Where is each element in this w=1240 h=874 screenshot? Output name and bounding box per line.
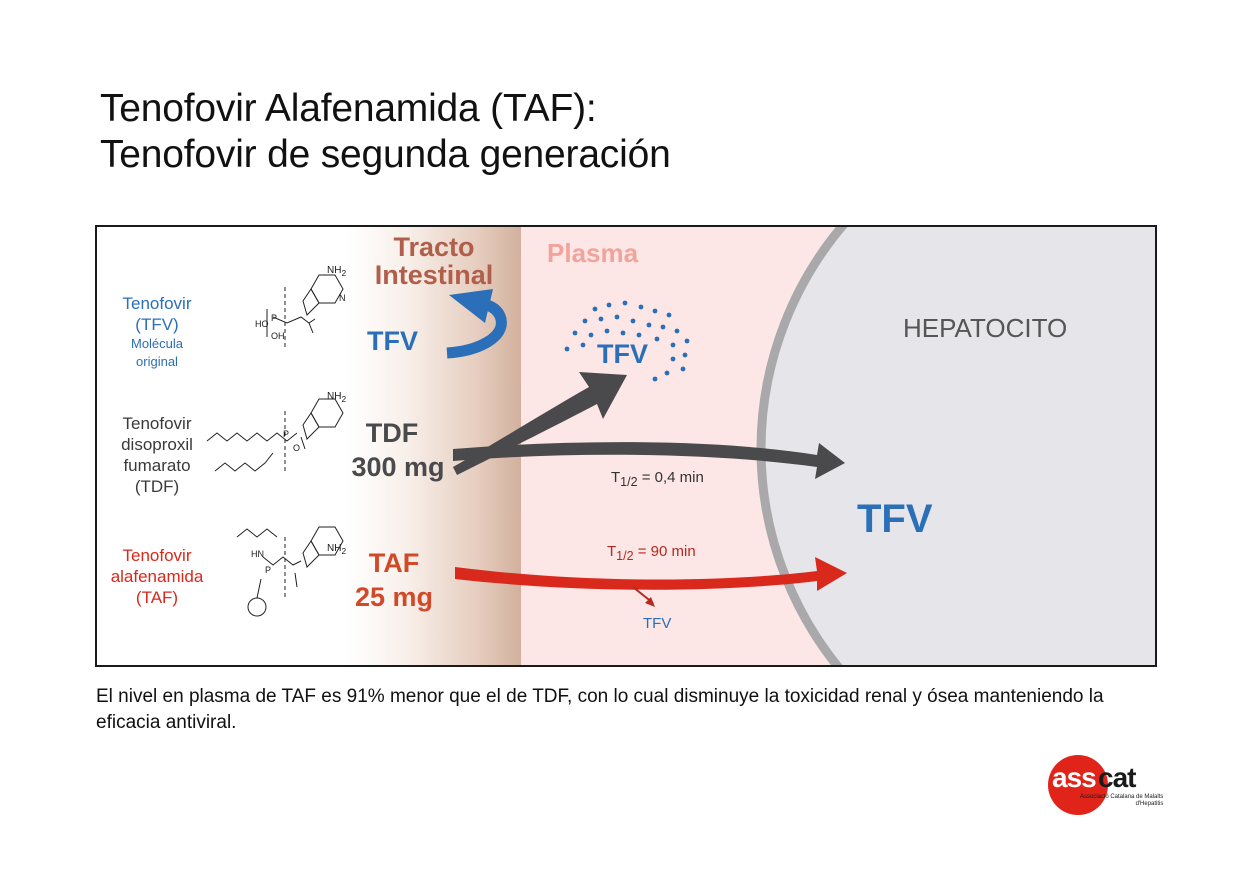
- tdf-atom-nh2: NH2: [327, 391, 347, 404]
- tdf-half-life: T1/2 = 0,4 min: [611, 469, 704, 489]
- tfv-molecule: [266, 274, 344, 347]
- logo-subtitle: Associació Catalana de Malalts d'Hepatit…: [1080, 794, 1164, 807]
- taf-dose-label: 25 mg: [354, 582, 434, 612]
- taf-release-arrowhead: [645, 597, 655, 607]
- diagram-panel: NH2 HO OH P N NH2 P O NH2 HN P Tenofovir…: [95, 225, 1157, 667]
- tdf-atom-o: O: [293, 443, 301, 453]
- taf-molecule: [236, 526, 344, 617]
- taf-arrow-to-hepatocyte: [455, 557, 847, 591]
- taf-release-tfv-label: TFV: [643, 615, 672, 632]
- tfv-particle-cloud: [564, 300, 690, 382]
- taf-atom-p: P: [265, 565, 272, 575]
- tfv-atom-n: N: [339, 293, 346, 303]
- logo-text-part1: ass: [1052, 762, 1097, 793]
- tfv-drug-name: Tenofovir (TFV) Molécula original: [122, 294, 192, 369]
- hepatocyte-label: HEPATOCITO: [903, 313, 1068, 343]
- tfv-atom-p: P: [271, 313, 278, 323]
- tfv-atom-ho: HO: [255, 319, 269, 329]
- tfv-tract-label: TFV: [367, 326, 418, 356]
- plasma-cloud-tfv-label: TFV: [597, 339, 648, 369]
- tdf-drug-name: Tenofovir disoproxil fumarato (TDF): [121, 414, 193, 496]
- title-line-1: Tenofovir Alafenamida (TAF):: [100, 87, 597, 130]
- taf-drug-name: Tenofovir alafenamida (TAF): [110, 546, 204, 607]
- tfv-atom-nh2: NH2: [327, 265, 347, 278]
- tdf-atom-p: P: [283, 429, 290, 439]
- hepatocyte-tfv-label: TFV: [857, 497, 933, 541]
- diagram-canvas: [206, 227, 1155, 665]
- tract-label: Tracto Intestinal: [374, 232, 494, 290]
- asscat-logo-graphic: [1048, 755, 1108, 815]
- taf-atom-hn: HN: [251, 549, 264, 559]
- plasma-label: Plasma: [547, 238, 639, 268]
- taf-half-life: T1/2 = 90 min: [607, 543, 696, 563]
- tdf-molecule: [206, 398, 344, 472]
- tdf-arrow-to-hepatocyte: [453, 442, 845, 479]
- taf-tract-label: TAF: [368, 548, 420, 578]
- taf-atom-nh2: NH2: [327, 543, 347, 556]
- tdf-dose-label: 300 mg: [351, 452, 445, 482]
- title-line-2: Tenofovir de segunda generación: [100, 133, 671, 176]
- page-title: Tenofovir Alafenamida (TAF): Tenofovir d…: [100, 86, 671, 178]
- asscat-logo: ass cat Associació Catalana de Malalts d…: [1046, 754, 1164, 816]
- tdf-tract-label: TDF: [365, 418, 419, 448]
- logo-text-part2: cat: [1098, 762, 1136, 793]
- tfv-atom-oh: OH: [271, 331, 285, 341]
- tfv-curved-arrowhead: [449, 289, 493, 323]
- caption-text: El nivel en plasma de TAF es 91% menor q…: [96, 686, 1104, 733]
- tfv-curved-arrow: [446, 299, 507, 359]
